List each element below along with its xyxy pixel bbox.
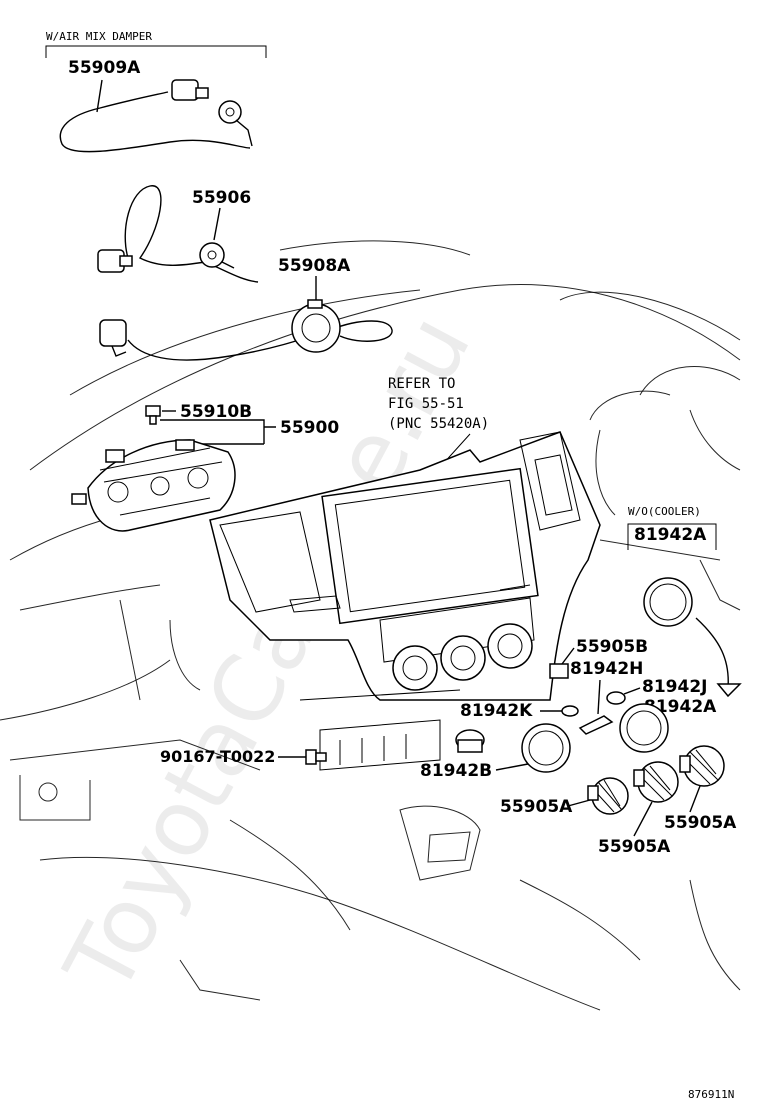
cable-icon	[99, 299, 393, 361]
label-81942H: 81942H	[570, 659, 643, 679]
leader-81942J	[623, 687, 641, 695]
bolt-icon	[145, 405, 161, 425]
arrow-head	[716, 683, 742, 698]
control-unit-icon	[71, 439, 236, 532]
leader-81942H	[597, 679, 601, 715]
label-81942K: 81942K	[460, 701, 533, 721]
label-55910B: 55910B	[180, 402, 252, 422]
ring-81942K	[561, 705, 579, 717]
label-55909A: 55909A	[68, 58, 141, 78]
leader-55906	[213, 207, 221, 241]
label-55906: 55906	[192, 188, 251, 208]
bolt-icon	[305, 749, 327, 765]
refer-line3: (PNC 55420A)	[388, 416, 489, 432]
leader-55905A-left	[567, 799, 591, 807]
label-55900: 55900	[280, 418, 339, 438]
figure-id: 876911N	[688, 1088, 734, 1101]
ring-icon	[619, 703, 669, 753]
ring-81942J	[606, 691, 626, 705]
arrow-81942A	[695, 617, 729, 689]
cable-icon	[59, 79, 253, 153]
cable-icon	[97, 185, 259, 283]
cooler-note: W/O(COOLER)	[628, 505, 701, 518]
header-bracket	[45, 45, 267, 58]
label-81942J: 81942J	[642, 677, 707, 697]
leader-55905A-bottom	[633, 801, 653, 837]
label-90167-T0022: 90167-T0022	[160, 747, 275, 766]
bracket-55900	[160, 419, 276, 445]
label-55905A-bottom: 55905A	[598, 837, 671, 857]
knob-icon	[633, 761, 679, 803]
center-cluster-panel	[209, 431, 601, 701]
switch-55905B	[549, 663, 569, 679]
cooler-bracket	[627, 523, 717, 550]
refer-note: REFER TO FIG 55-51 (PNC 55420A)	[388, 376, 489, 466]
label-55905A-right: 55905A	[664, 813, 737, 833]
label-55905A-left: 55905A	[500, 797, 573, 817]
trim-81942H	[578, 715, 614, 735]
ring-icon	[643, 577, 693, 627]
leader-55905A-right	[689, 785, 701, 813]
knob-cap	[455, 729, 485, 753]
dashboard-outline	[0, 240, 741, 1011]
leader-55905B	[561, 647, 575, 665]
label-81942A-top: 81942A	[634, 525, 707, 545]
knob-icon	[587, 777, 629, 815]
header-note: W/AIR MIX DAMPER	[46, 30, 152, 43]
ring-icon	[521, 723, 571, 773]
refer-line2: FIG 55-51	[388, 396, 464, 412]
leader-81942B	[495, 763, 529, 771]
label-81942B: 81942B	[420, 761, 492, 781]
refer-line1: REFER TO	[388, 376, 455, 392]
label-55908A: 55908A	[278, 256, 351, 276]
knob-icon	[679, 745, 725, 787]
leader-55909A	[96, 79, 103, 113]
label-55905B: 55905B	[576, 637, 648, 657]
